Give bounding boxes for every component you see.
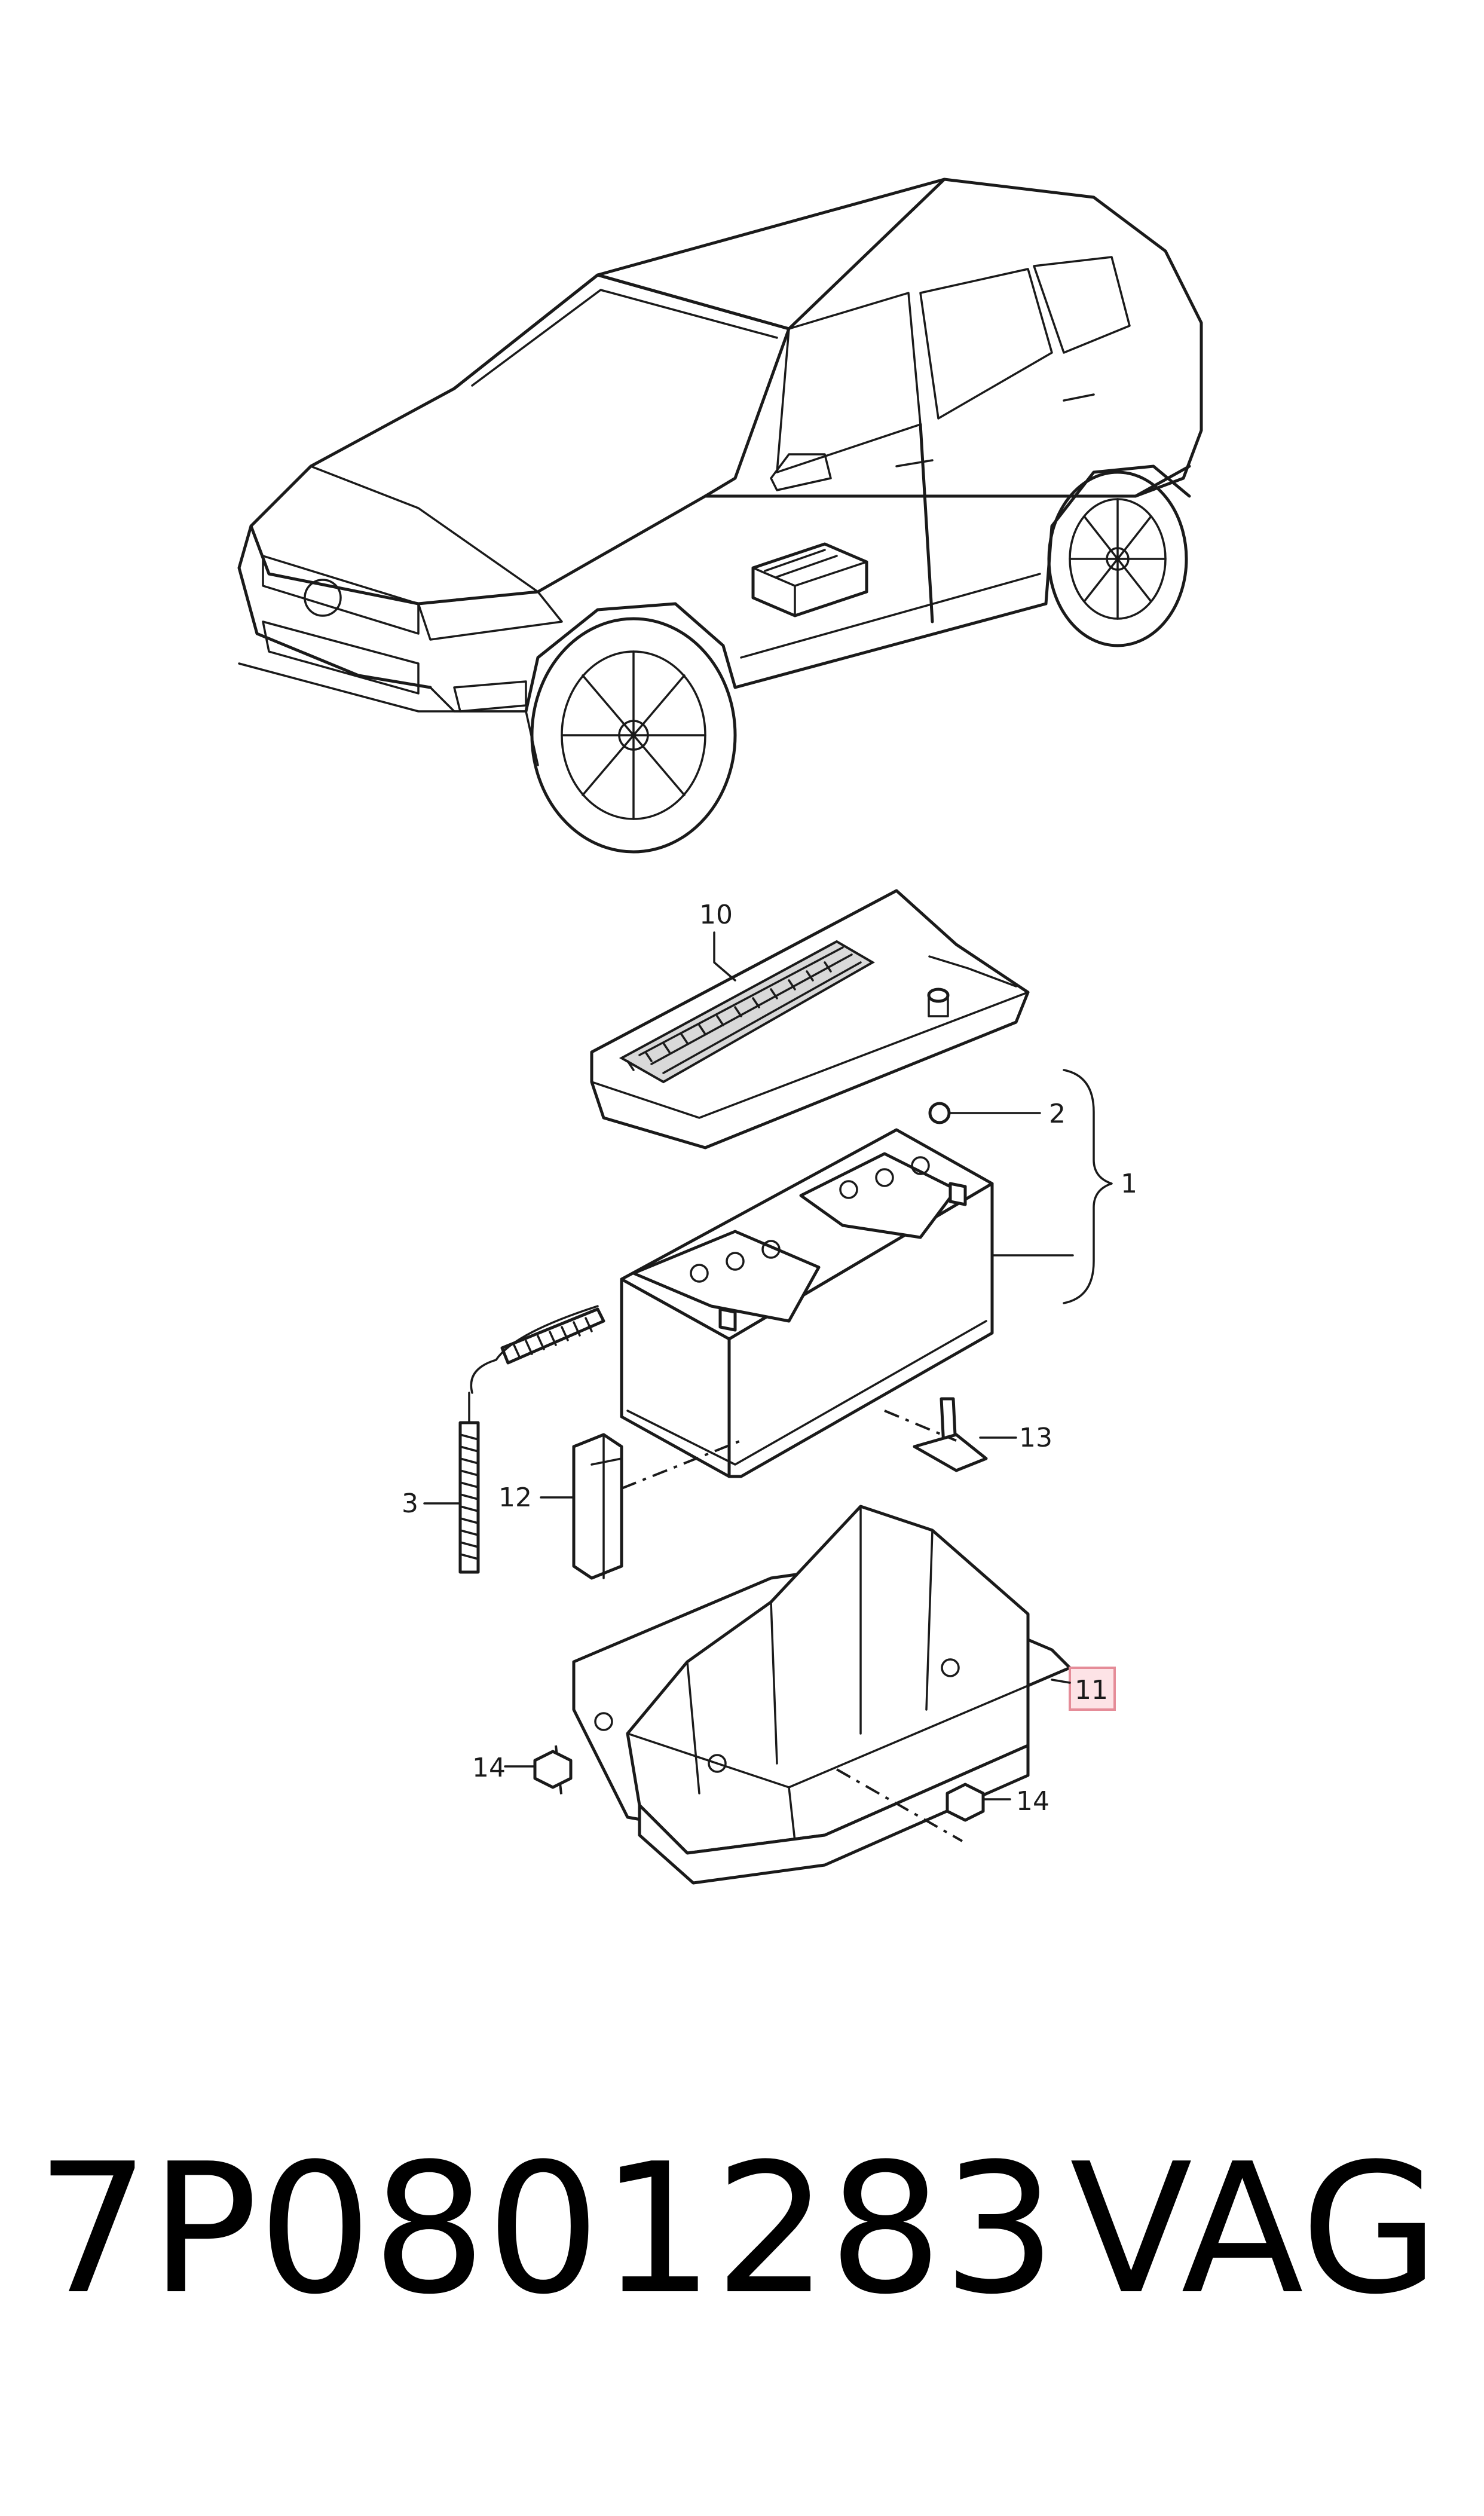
hold-down-bolt xyxy=(884,1397,1017,1472)
callout-12: 12 xyxy=(498,1482,532,1513)
brand-label: VAG xyxy=(1070,2125,1440,2334)
callout-11: 11 xyxy=(1075,1675,1108,1705)
battery-cover xyxy=(590,889,1030,1150)
callout-2: 2 xyxy=(1049,1099,1066,1129)
vent-hose xyxy=(423,1305,605,1574)
callout-10: 10 xyxy=(699,900,733,930)
battery-tray xyxy=(504,1505,1072,1885)
callout-1: 1 xyxy=(1121,1169,1137,1199)
callout-3: 3 xyxy=(402,1488,418,1519)
callout-14-right: 14 xyxy=(1016,1786,1049,1817)
vehicle-illustration xyxy=(237,178,1203,854)
callout-13: 13 xyxy=(1019,1423,1052,1453)
part-number: 7P0801283 xyxy=(36,2125,1057,2334)
callout-14-left: 14 xyxy=(472,1753,506,1783)
group-bracket xyxy=(991,1069,1113,1304)
callout-11-highlight xyxy=(1069,1667,1116,1711)
retaining-bracket xyxy=(540,1433,742,1580)
battery xyxy=(620,1102,1041,1478)
callout-labels: 10 2 1 13 3 12 11 14 14 xyxy=(402,900,1137,1817)
